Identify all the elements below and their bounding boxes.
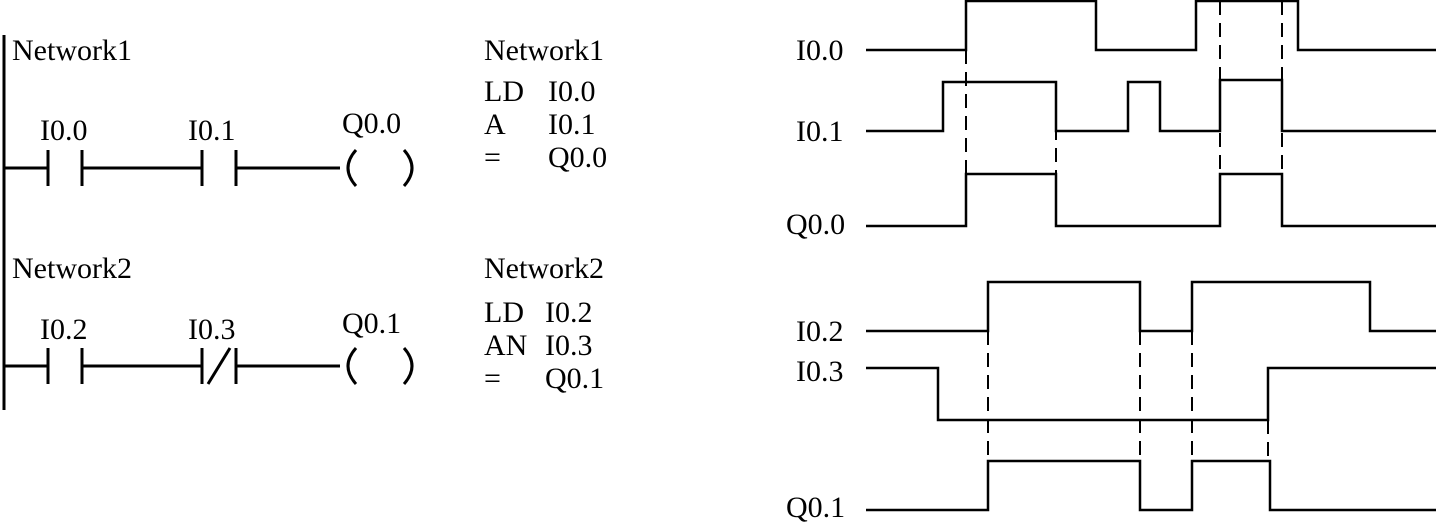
contact-i03-label: I0.3 <box>188 313 236 346</box>
timing-diagram-2: I0.2 I0.3 Q0.1 <box>786 280 1436 524</box>
signal-label-i01: I0.1 <box>796 115 844 148</box>
stl-network2-title: Network2 <box>484 252 604 285</box>
stl-op: AN <box>484 329 527 362</box>
ladder-diagram: Network1 I0.0 I0.1 Q0.0 Network2 I0. <box>2 34 414 410</box>
signal-label-q00: Q0.0 <box>786 208 845 241</box>
no-contact-icon <box>46 348 84 384</box>
signal-label-q01: Q0.1 <box>786 491 845 524</box>
stl-operand: I0.2 <box>545 296 593 329</box>
contact-i02-label: I0.2 <box>40 313 88 346</box>
no-contact-icon <box>200 150 238 186</box>
waveform-q01 <box>866 459 1436 512</box>
waveform-i00 <box>866 0 1436 52</box>
contact-i00-label: I0.0 <box>40 114 88 147</box>
signal-label-i02: I0.2 <box>796 315 844 348</box>
stl-operand: I0.0 <box>548 75 596 108</box>
waveform-i02 <box>866 280 1436 333</box>
stl-op: = <box>484 362 501 395</box>
stl-op: LD <box>484 75 524 108</box>
no-contact-icon <box>46 150 84 186</box>
waveform-q00 <box>866 172 1436 228</box>
ladder-network-1: Network1 I0.0 I0.1 Q0.0 <box>4 34 414 187</box>
ladder-network2-title: Network2 <box>12 252 132 285</box>
statement-list: Network1 LD I0.0 A I0.1 = Q0.0 Network2 … <box>484 34 607 395</box>
ladder-network1-title: Network1 <box>12 34 132 67</box>
timing-diagram-1: I0.0 I0.1 Q0.0 <box>786 0 1436 241</box>
stl-op: A <box>484 108 506 141</box>
coil-icon <box>346 347 414 385</box>
coil-q01-label: Q0.1 <box>342 307 401 340</box>
coil-icon <box>346 149 414 187</box>
stl-op: LD <box>484 296 524 329</box>
nc-contact-icon <box>200 347 238 385</box>
stl-operand: Q0.1 <box>545 362 604 395</box>
ladder-network-2: Network2 I0.2 I0.3 Q0.1 <box>4 252 414 385</box>
stl-operand: I0.1 <box>548 108 596 141</box>
signal-label-i03: I0.3 <box>796 355 844 388</box>
contact-i01-label: I0.1 <box>188 114 236 147</box>
stl-op: = <box>484 141 501 174</box>
stl-operand: I0.3 <box>545 329 593 362</box>
stl-operand: Q0.0 <box>548 141 607 174</box>
signal-label-i00: I0.0 <box>796 34 844 67</box>
waveform-i03 <box>866 366 1436 422</box>
waveform-i01 <box>866 78 1436 133</box>
stl-network1-title: Network1 <box>484 34 604 67</box>
coil-q00-label: Q0.0 <box>342 107 401 140</box>
